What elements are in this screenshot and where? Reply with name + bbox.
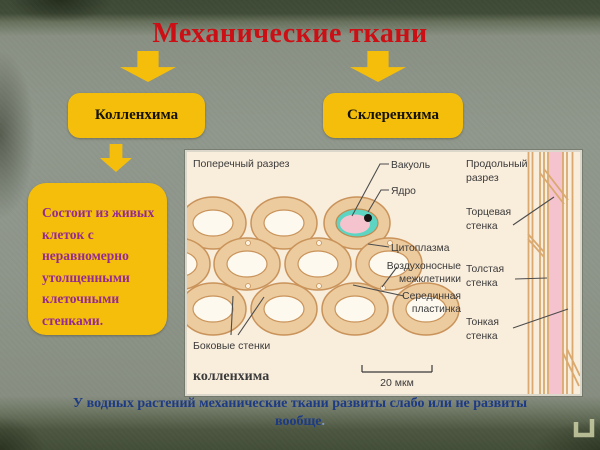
sclerenchyma-box-label: Склеренхима — [347, 107, 439, 123]
middle-lamella-label: пластинка — [412, 304, 461, 315]
collenchyma-box: Колленхима — [68, 93, 205, 138]
diagram-caption: колленхима — [193, 369, 269, 384]
end-wall-label: Торцевая — [466, 207, 511, 218]
thin-wall-label: стенка — [466, 331, 498, 342]
thick-wall-label: Толстая — [466, 264, 504, 275]
tissue-diagram-svg: Поперечный разрез Вакуоль Ядро Цитоплазм… — [187, 152, 580, 394]
footer-line1: У водных растений механические ткани раз… — [72, 396, 528, 411]
slide-title: Механические ткани — [152, 18, 428, 49]
longitudinal-label: разрез — [466, 172, 499, 184]
tissue-diagram: Поперечный разрез Вакуоль Ядро Цитоплазм… — [185, 150, 582, 396]
arrow-down-icon — [120, 51, 176, 82]
vacuole-label: Вакуоль — [391, 160, 430, 171]
highlighted-cell — [335, 208, 379, 238]
end-wall-label: стенка — [466, 221, 498, 232]
return-icon — [573, 419, 595, 438]
return-button[interactable] — [571, 413, 597, 443]
arrow-down-icon — [350, 51, 406, 82]
arrow-down-icon — [100, 144, 132, 172]
thick-wall-label: стенка — [466, 278, 498, 289]
scale-label: 20 мкм — [380, 377, 414, 389]
air-spaces-label: Воздухоносные — [387, 261, 462, 272]
nucleus-shape — [364, 214, 372, 222]
cross-section-label: Поперечный разрез — [193, 158, 290, 170]
pointer-lines — [230, 163, 569, 336]
scale-bar — [361, 365, 433, 373]
footer-note: У водных растений механические ткани раз… — [0, 395, 600, 431]
air-spaces-label: межклетники — [399, 274, 461, 285]
footer-line2: вообще. — [275, 414, 326, 429]
longitudinal-section — [527, 152, 580, 394]
sclerenchyma-box: Склеренхима — [323, 93, 463, 138]
nucleus-label: Ядро — [391, 186, 416, 197]
vacuole-shape — [340, 214, 370, 234]
cell-interiors — [187, 209, 447, 323]
side-walls-label: Боковые стенки — [193, 340, 270, 352]
middle-lamella-label: Серединная — [402, 291, 461, 302]
collenchyma-box-label: Колленхима — [94, 107, 179, 123]
thin-wall-label: Тонкая — [466, 317, 499, 328]
footer-period: . — [321, 414, 326, 429]
longitudinal-label: Продольный — [466, 158, 528, 170]
cytoplasm-label: Цитоплазма — [391, 243, 450, 254]
collenchyma-description: Состоит из живых клеток с неравномерно у… — [28, 183, 167, 335]
